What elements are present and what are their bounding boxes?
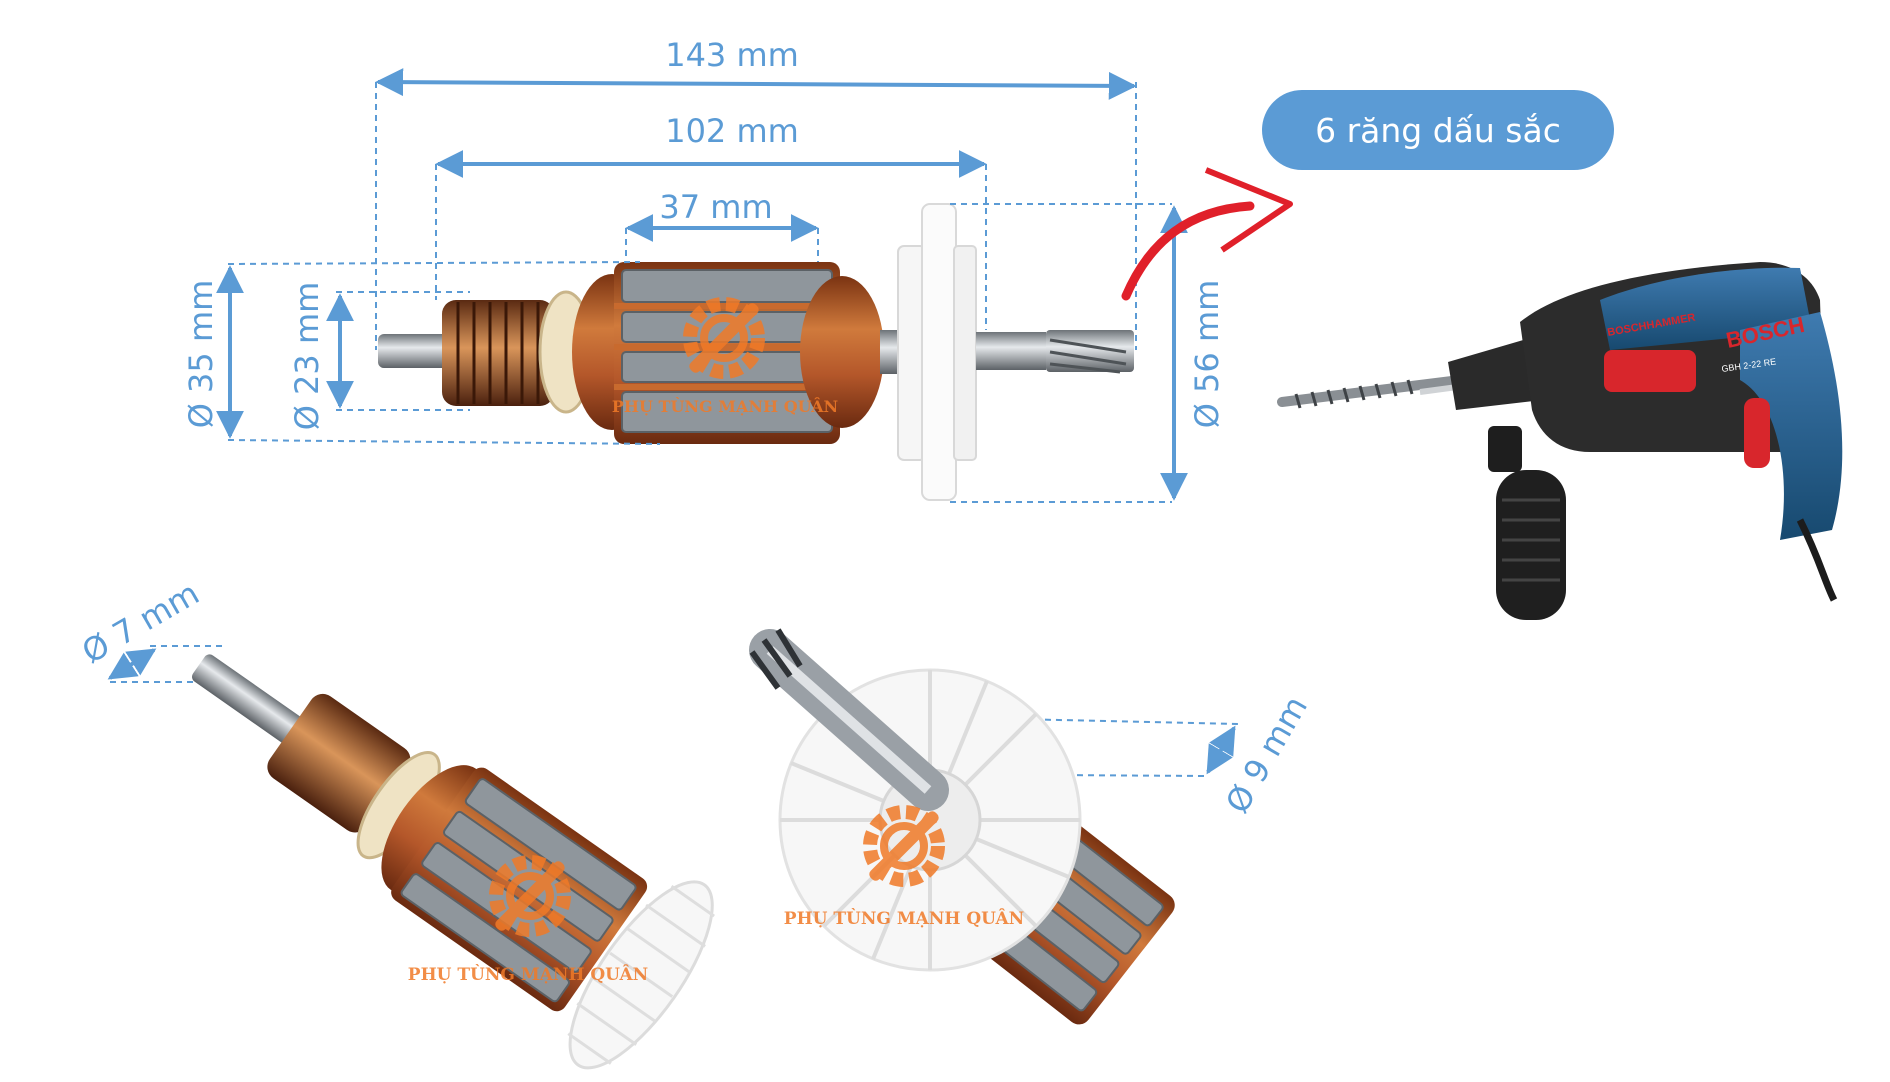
dim-body-length [435,150,987,330]
armature-core [614,262,840,444]
drill-chuck [1448,338,1542,410]
curved-arrow-icon [1121,167,1293,301]
dim-fan-diameter [950,203,1188,503]
teeth-info-label: 6 răng dấu sắc [1315,110,1561,150]
rear-view-shaft [192,654,304,745]
dimension-lines [107,68,1239,777]
label-core-length: 37 mm [659,188,772,226]
watermark-main-text: PHỤ TÙNG MẠNH QUÂN [612,396,838,416]
dim-core-diameter [216,261,661,445]
dim-commutator-diameter [326,291,470,411]
teeth-info-badge: 6 răng dấu sắc [1262,90,1614,170]
label-commutator-diameter: Ø 23 mm [288,282,326,431]
drill-side-handle [1488,426,1566,620]
dim-core-length [625,214,819,262]
label-overall-length: 143 mm [665,36,799,74]
drill-red-panel [1604,350,1696,392]
watermark-rear-view: PHỤ TÙNG MẠNH QUÂN [408,859,648,985]
label-front-shaft-diameter: Ø 9 mm [1218,689,1315,819]
drill-bit [1277,375,1465,409]
label-core-diameter: Ø 35 mm [182,280,220,429]
front-shaft [976,330,1134,374]
main-armature: PHỤ TÙNG MẠNH QUÂN [378,203,1134,501]
front-view-shaft [749,628,949,811]
drill-rear-handle [1740,312,1843,540]
watermark-main: PHỤ TÙNG MẠNH QUÂN [612,301,838,416]
hammer-drill-image: BOSCH BOSCHHAMMER GBH 2-22 RE [1277,262,1843,620]
armature-front-view [749,628,1175,1025]
winding-front [800,276,884,428]
watermark-rear-view-text: PHỤ TÙNG MẠNH QUÂN [408,964,648,985]
armature-rear-view [192,654,715,1070]
dim-overall-length [375,68,1137,350]
watermark-front-view-text: PHỤ TÙNG MẠNH QUÂN [784,908,1024,929]
rear-shaft [378,334,448,368]
drill-trigger [1744,398,1770,468]
label-body-length: 102 mm [665,112,799,150]
watermark-front-view: PHỤ TÙNG MẠNH QUÂN [784,809,1024,929]
commutator [442,300,554,406]
drill-power-cord [1796,518,1838,602]
fan-side [897,203,977,501]
label-fan-diameter: Ø 56 mm [1188,280,1226,429]
rear-view-fan [567,880,715,1070]
